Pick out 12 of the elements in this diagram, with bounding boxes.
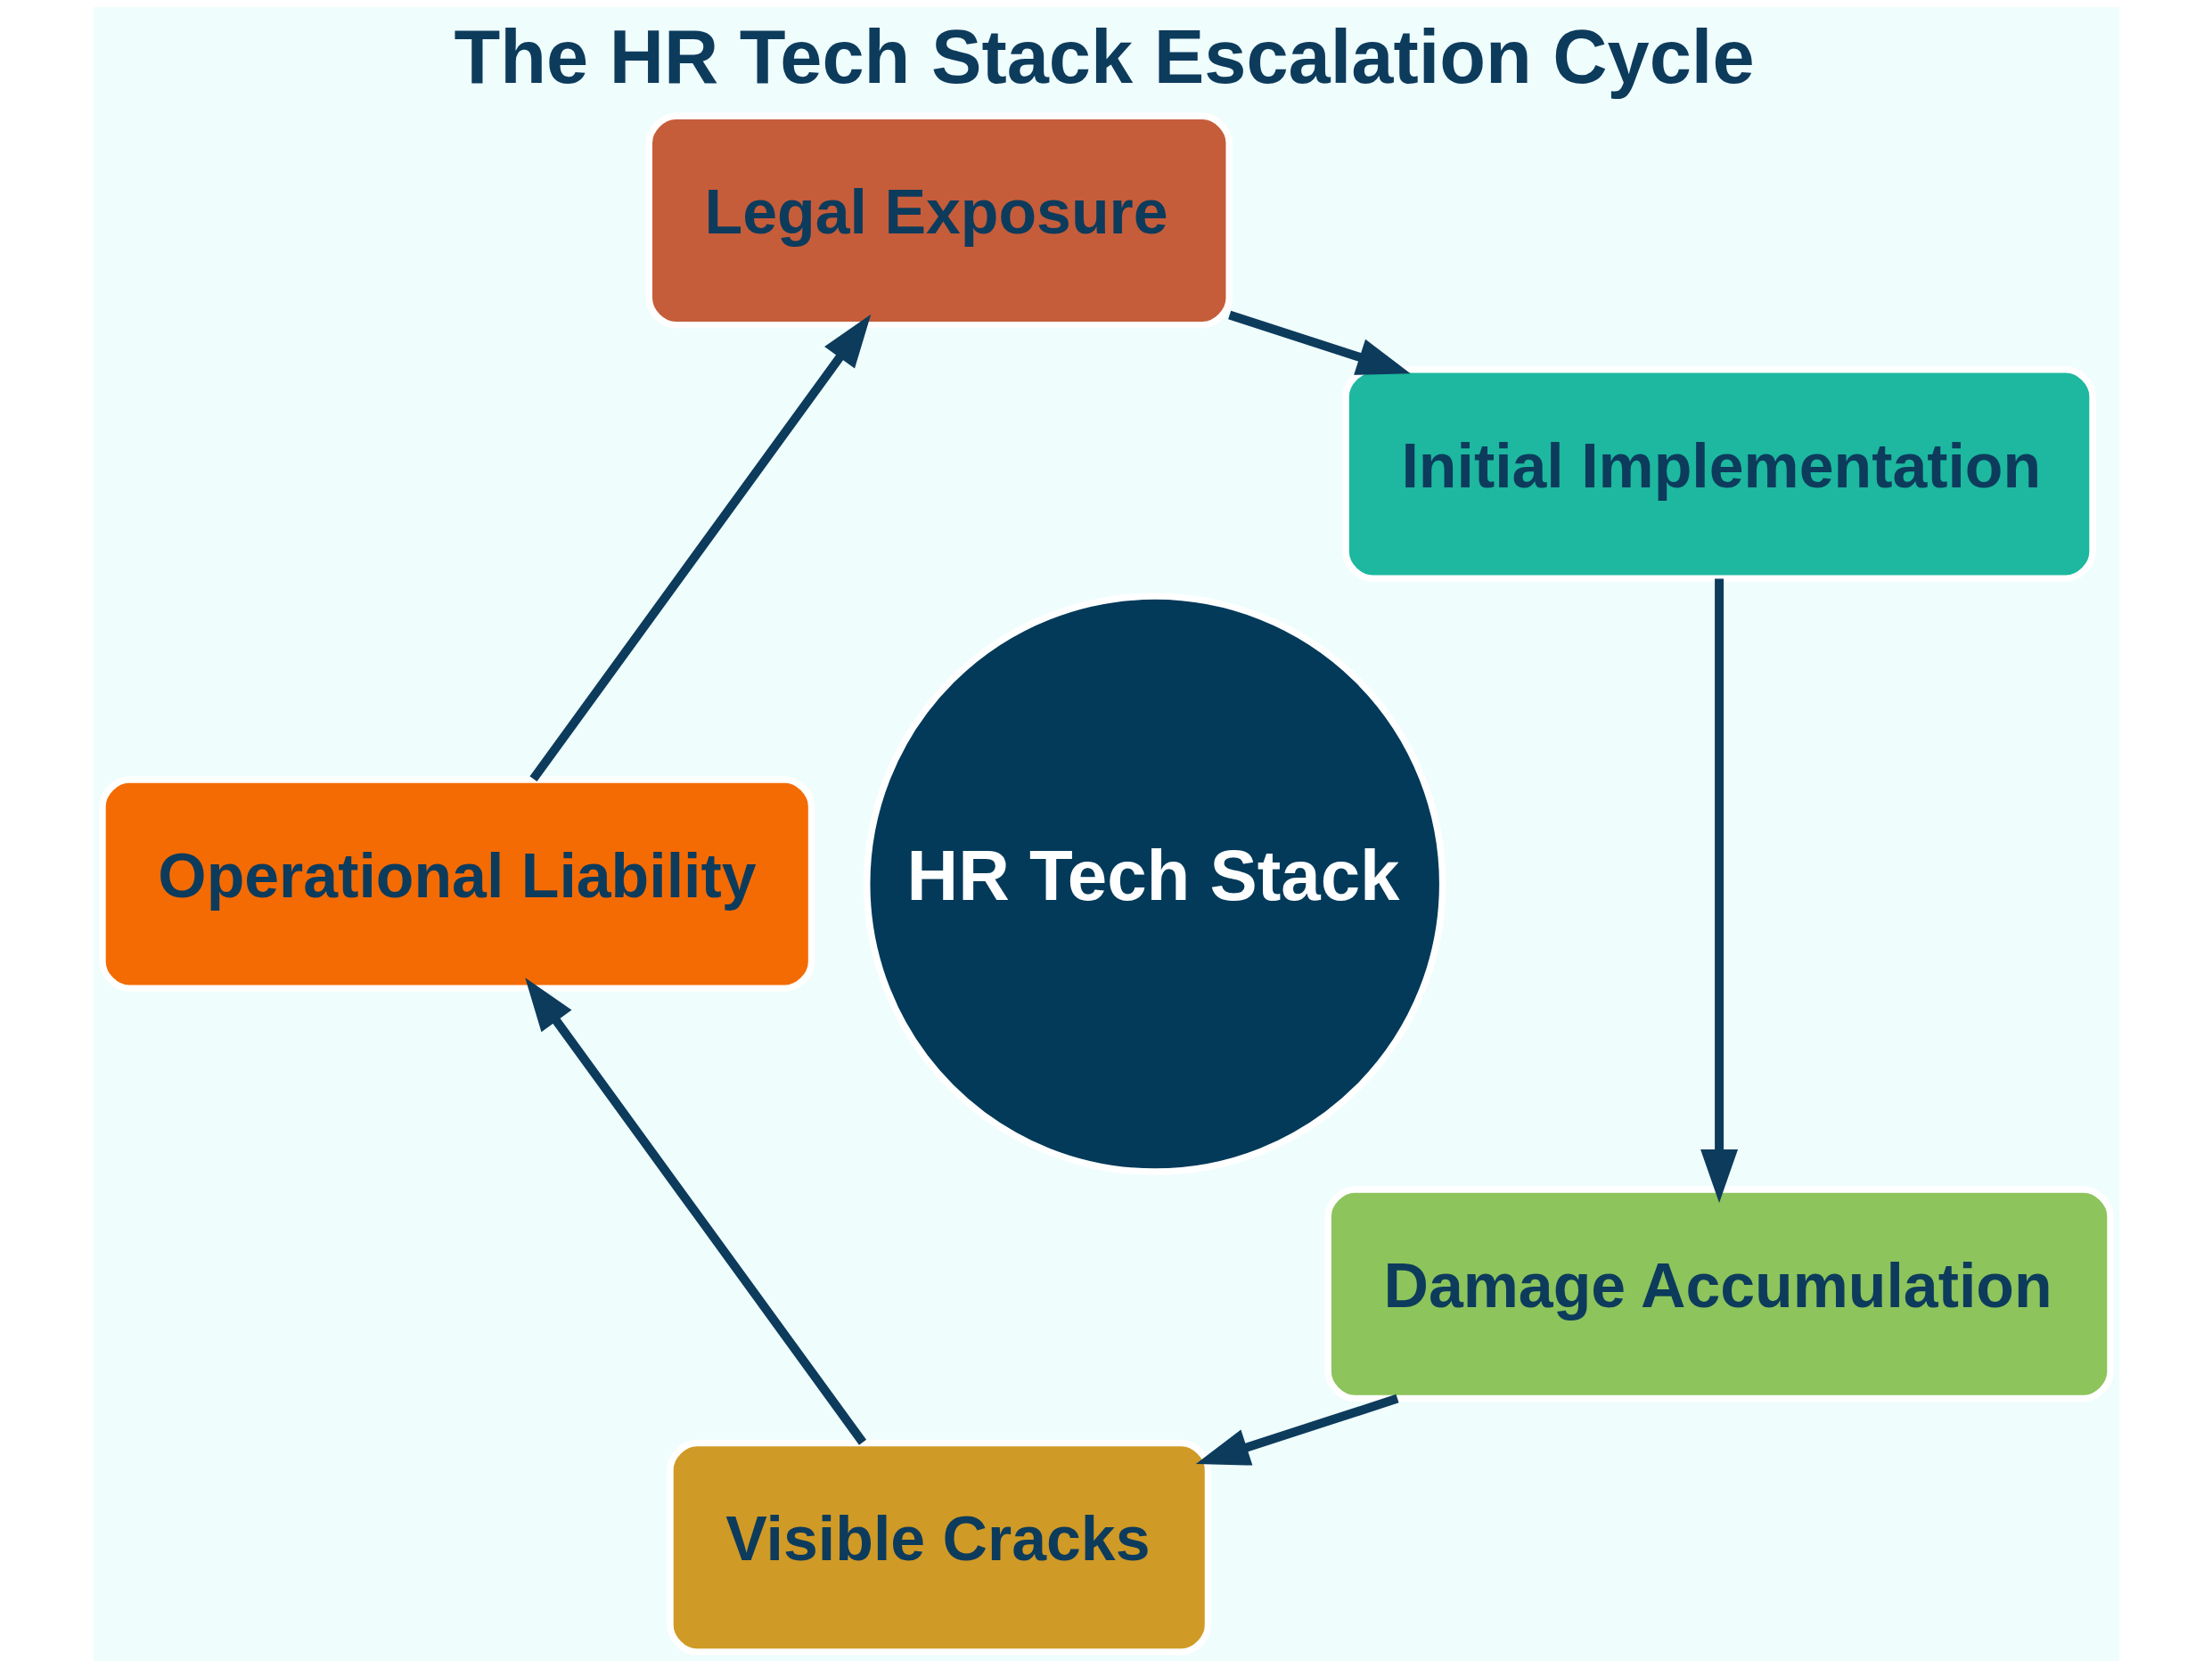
arrow [528,314,871,782]
node-circle: HR Tech Stack [863,593,1446,1175]
node-box: Legal Exposure [645,112,1233,329]
arrow [1227,310,1411,375]
arrow [1700,578,1738,1203]
node-box: Initial Implementation [1341,365,2096,582]
node-box: Operational Liability [98,776,815,993]
arrow [1195,1394,1399,1466]
node-box: Damage Accumulation [1323,1186,2114,1402]
arrow [524,977,866,1445]
node-box: Visible Cracks [666,1439,1211,1656]
diagram-title: The HR Tech Stack Escalation Cycle [454,14,1755,100]
